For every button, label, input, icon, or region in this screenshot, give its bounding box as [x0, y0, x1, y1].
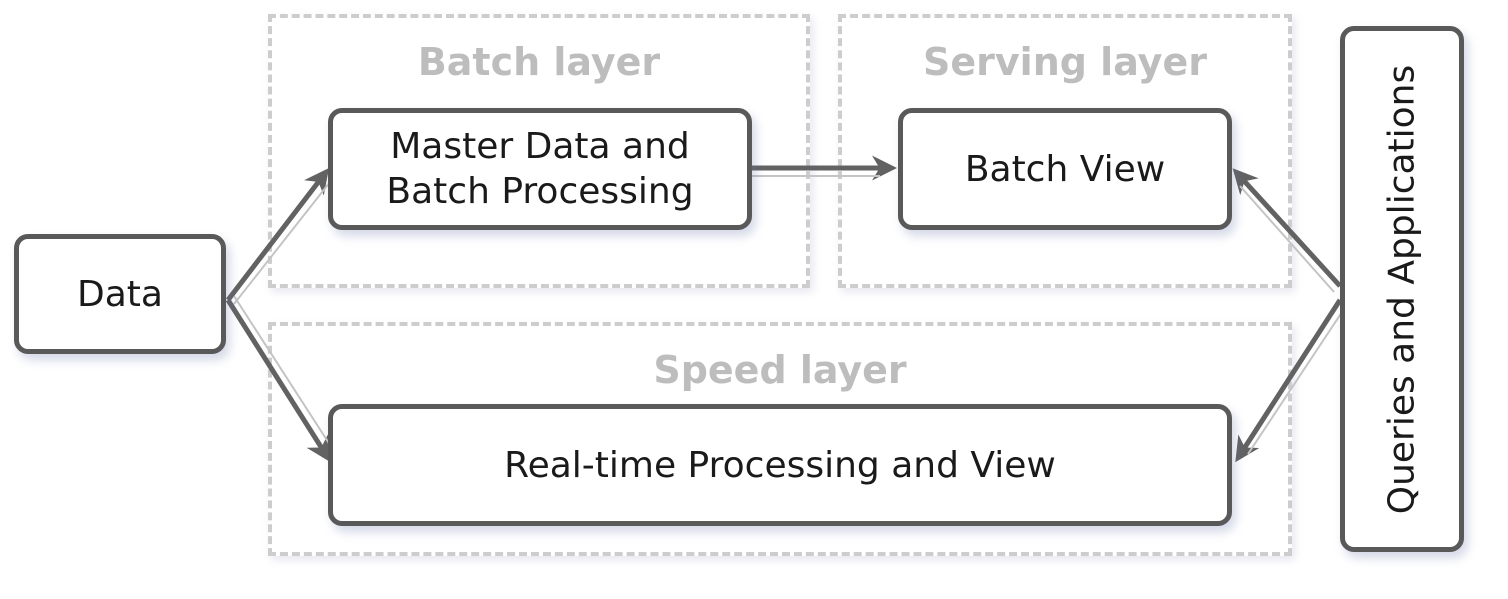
- serving-layer-title: Serving layer: [923, 40, 1207, 84]
- data-node: Data: [14, 234, 226, 354]
- queries-node: Queries and Applications: [1340, 26, 1464, 552]
- batch-layer-title: Batch layer: [417, 40, 661, 84]
- queries-label: Queries and Applications: [1381, 64, 1423, 514]
- arrow-queries-to-batch-view: [1232, 168, 1342, 288]
- realtime-node: Real-time Processing and View: [328, 404, 1232, 526]
- batch-view-node: Batch View: [898, 108, 1232, 230]
- speed-layer-title: Speed layer: [653, 348, 907, 392]
- arrow-data-to-batch: [226, 168, 330, 302]
- serving-layer: Serving layer: [838, 14, 1292, 288]
- arrow-queries-to-realtime: [1235, 298, 1343, 463]
- speed-layer: Speed layer: [268, 322, 1292, 556]
- batch-layer: Batch layer: [268, 14, 810, 288]
- arrow-data-to-speed: [225, 298, 331, 463]
- master-data-node: Master Data and Batch Processing: [328, 108, 752, 230]
